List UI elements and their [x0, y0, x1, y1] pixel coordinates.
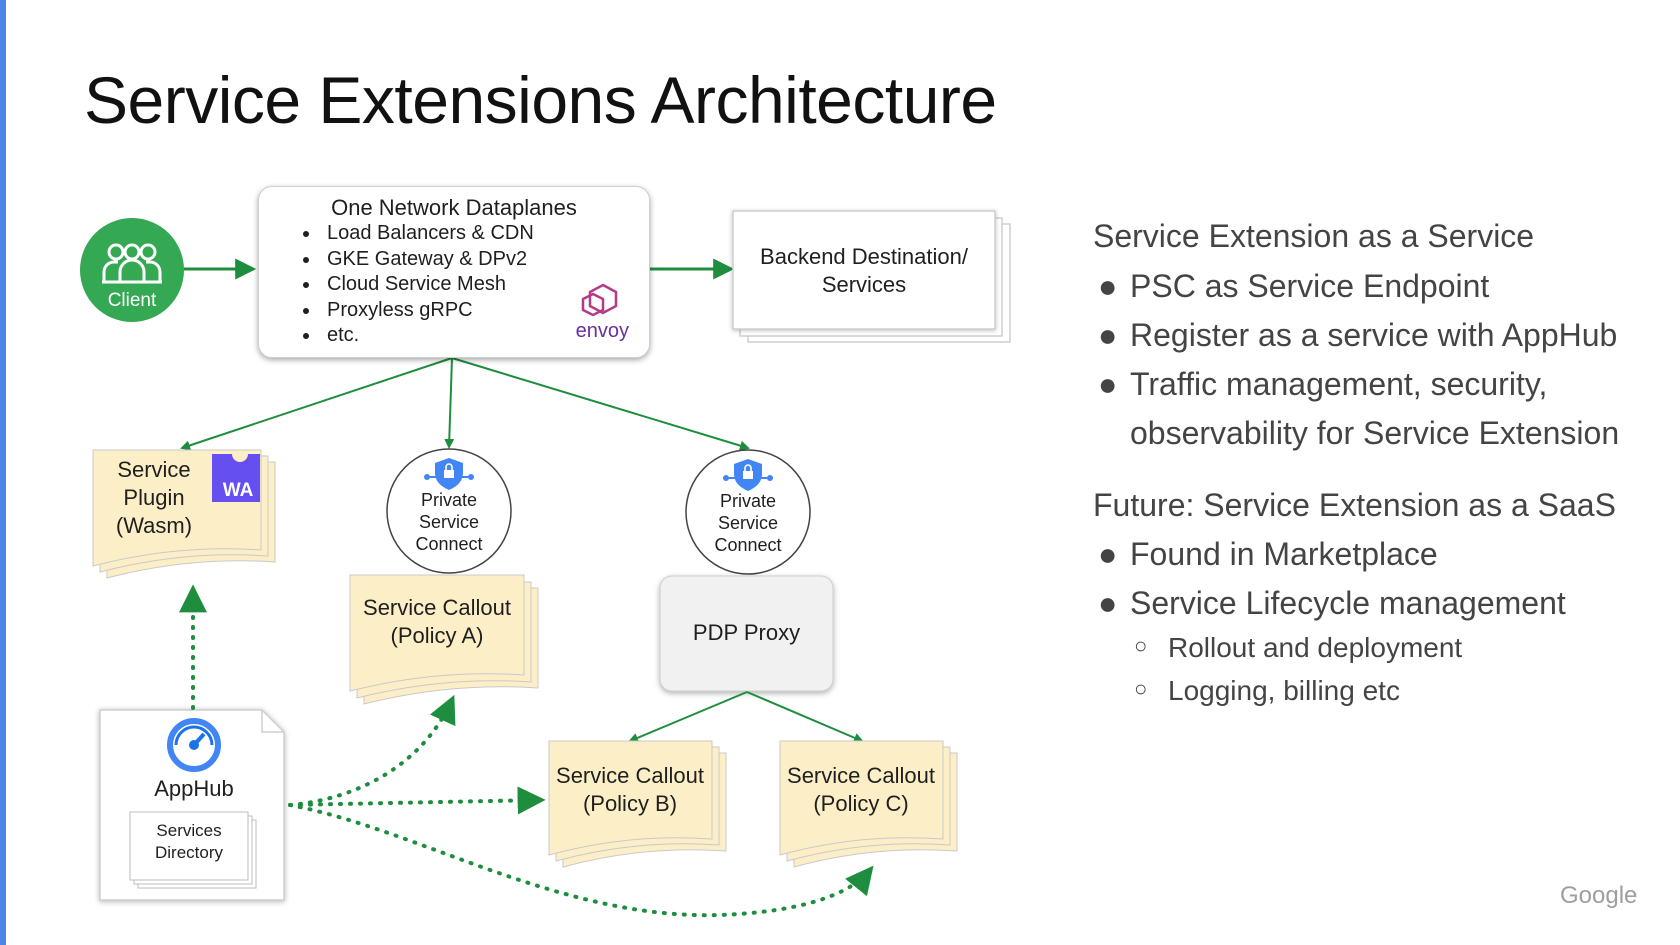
- envoy-logo-text: envoy: [575, 320, 629, 342]
- slide-title: Service Extensions Architecture: [84, 63, 997, 137]
- section1-item: PSC as Service Endpoint: [1130, 268, 1490, 304]
- callout-c-label: Service Callout (Policy C): [776, 762, 946, 818]
- arrow-to-psc-right: [451, 357, 750, 451]
- sub-bullet-icon: ○: [1134, 676, 1148, 701]
- client-label: Client: [107, 290, 157, 311]
- psc-left-line-1: Private: [420, 490, 478, 510]
- callout-a-line-1: Service Callout: [363, 595, 511, 620]
- arrow-pdp-to-b: [628, 691, 748, 743]
- callout-a-line-2: (Policy A): [390, 623, 484, 648]
- left-accent-bar: [0, 0, 6, 945]
- section1-item-continued: observability for Service Extension: [1130, 415, 1620, 451]
- callout-a-label: Service Callout (Policy A): [350, 594, 524, 650]
- section2-subitem: Logging, billing etc: [1168, 675, 1400, 706]
- arrow-pdp-to-c: [746, 691, 864, 743]
- plugin-line-2: Plugin: [123, 485, 185, 510]
- people-group-icon: [102, 243, 162, 284]
- bullet-icon: ●: [1098, 268, 1118, 304]
- plugin-line-1: Service: [117, 457, 191, 482]
- service-plugin-label: Service Plugin (Wasm): [98, 456, 210, 540]
- callout-c-line-1: Service Callout: [787, 763, 935, 788]
- callout-b-line-2: (Policy B): [582, 791, 678, 816]
- shield-lock-icon: [723, 459, 773, 491]
- list-item: Cloud Service Mesh: [321, 272, 534, 298]
- arrow-to-psc-left: [444, 357, 455, 449]
- pdp-proxy-label: PDP Proxy: [692, 620, 801, 645]
- architecture-diagram: WA: [80, 210, 1011, 918]
- psc-right-node: [685, 449, 811, 575]
- directory-line-2: Directory: [154, 843, 223, 862]
- section1-title: Service Extension as a Service: [1093, 218, 1535, 254]
- sub-bullet-icon: ○: [1134, 633, 1148, 658]
- bullet-icon: ●: [1098, 536, 1118, 572]
- psc-left-node: [386, 448, 512, 574]
- backend-line-2: Services: [821, 272, 907, 297]
- apphub-dotted-links: [179, 584, 874, 918]
- psc-left-line-2: Service: [418, 512, 480, 532]
- list-item: Proxyless gRPC: [321, 298, 534, 324]
- list-item: GKE Gateway & DPv2: [321, 247, 534, 273]
- pdp-proxy-box: [659, 575, 834, 692]
- svg-text:WA: WA: [223, 480, 254, 501]
- services-directory-stack: [129, 811, 257, 889]
- psc-right-line-1: Private: [719, 491, 777, 511]
- dataplanes-title: One Network Dataplanes: [331, 195, 577, 220]
- bullet-icon: ●: [1098, 585, 1118, 621]
- section2-title: Future: Service Extension as a SaaS: [1093, 487, 1616, 523]
- webassembly-icon: WA: [212, 454, 260, 502]
- section1-item: Register as a service with AppHub: [1130, 317, 1618, 353]
- dataplanes-list: Load Balancers & CDN GKE Gateway & DPv2 …: [297, 221, 534, 349]
- psc-left-label: Private Service Connect: [389, 489, 509, 555]
- client-node: [80, 218, 184, 322]
- callout-c-stack: [779, 740, 958, 868]
- shield-lock-icon: [424, 458, 474, 490]
- google-logo: Google: [1560, 882, 1638, 909]
- callout-b-label: Service Callout (Policy B): [545, 762, 715, 818]
- section2-item: Service Lifecycle management: [1130, 585, 1566, 621]
- directory-line-1: Services: [156, 821, 222, 840]
- callout-a-stack: [349, 574, 539, 705]
- callout-b-line-1: Service Callout: [556, 763, 704, 788]
- dataplanes-box: One Network Dataplanes Load Balancers & …: [258, 186, 650, 358]
- section2-subitem: Rollout and deployment: [1168, 632, 1463, 663]
- psc-left-line-3: Connect: [415, 534, 483, 554]
- envoy-logo-icon: [581, 283, 618, 317]
- callout-c-line-2: (Policy C): [813, 791, 909, 816]
- plugin-line-3: (Wasm): [115, 513, 193, 538]
- bullet-icon: ●: [1098, 366, 1118, 402]
- apphub-label: AppHub: [154, 776, 234, 801]
- list-item: Load Balancers & CDN: [321, 221, 534, 247]
- psc-right-label: Private Service Connect: [688, 490, 808, 556]
- services-directory-label: Services Directory: [130, 820, 248, 864]
- backend-stack: [732, 210, 1011, 343]
- psc-right-line-3: Connect: [714, 535, 782, 555]
- bullet-icon: ●: [1098, 317, 1118, 353]
- section1-item: Traffic management, security,: [1130, 366, 1548, 402]
- backend-line-1: Backend Destination/: [760, 244, 968, 269]
- arrow-to-plugin: [180, 357, 453, 451]
- psc-right-line-2: Service: [717, 513, 779, 533]
- list-item: etc.: [321, 323, 534, 349]
- apphub-icon: [167, 718, 221, 772]
- section2-item: Found in Marketplace: [1130, 536, 1438, 572]
- callout-b-stack: [548, 740, 727, 868]
- backend-label: Backend Destination/ Services: [733, 243, 995, 299]
